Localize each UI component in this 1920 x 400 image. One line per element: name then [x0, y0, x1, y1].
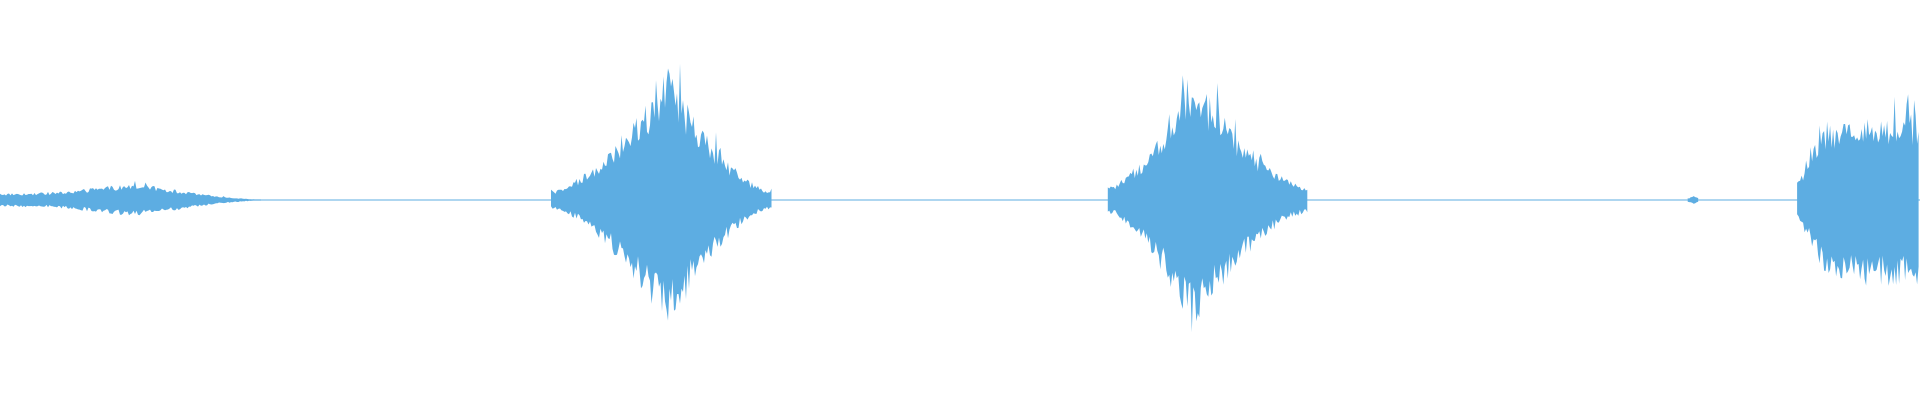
waveform-segment-2 [551, 63, 772, 321]
waveform-segment-1 [0, 180, 261, 216]
waveform-segment-5 [1797, 94, 1919, 286]
waveform-segment-4 [1687, 196, 1699, 204]
waveform-segment-3 [1107, 75, 1308, 333]
waveform-segments [0, 63, 1919, 333]
